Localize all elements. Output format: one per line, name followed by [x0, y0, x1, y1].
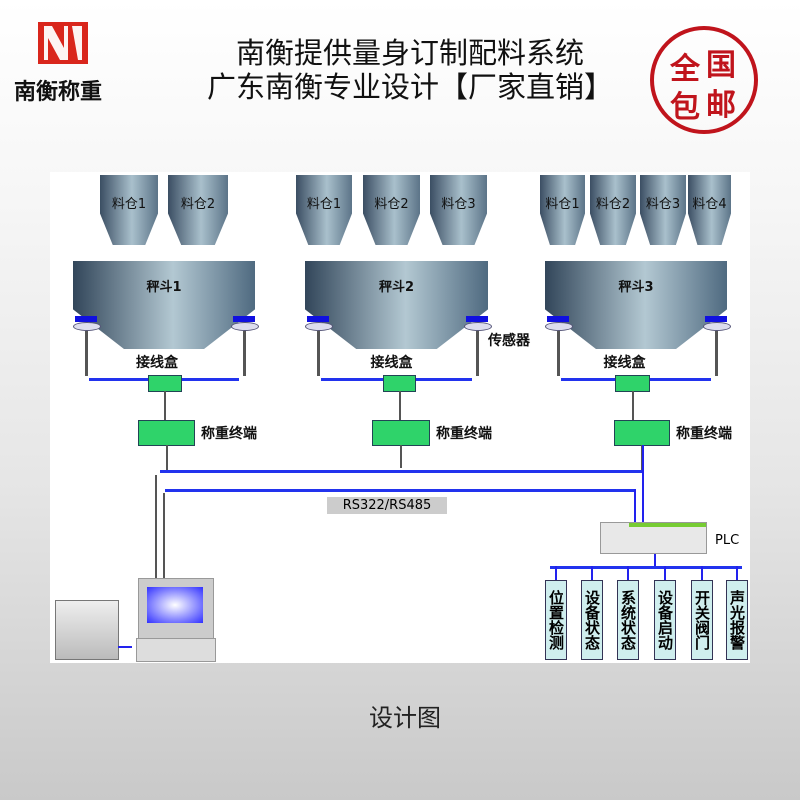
plc-unit — [600, 522, 707, 554]
output-1: 设备状态 — [581, 580, 603, 660]
load-cell-sensor — [231, 322, 259, 331]
silo: 料仓2 — [363, 175, 420, 245]
output-arrow — [701, 566, 703, 580]
logo-text: 南衡称重 — [14, 79, 103, 105]
silo: 料仓1 — [540, 175, 585, 245]
junction-box-label: 接线盒 — [603, 355, 646, 371]
computer-wire — [163, 493, 165, 578]
computer-case — [136, 638, 216, 662]
weighing-terminal-label: 称重终端 — [676, 426, 732, 442]
sensor-post — [557, 331, 560, 376]
weighing-terminal — [138, 420, 195, 446]
output-bus — [550, 566, 742, 569]
computer-monitor — [138, 578, 214, 640]
load-cell-cap — [233, 316, 255, 322]
sensor-post — [476, 331, 479, 376]
sensor-post — [715, 331, 718, 376]
caption: 设计图 — [369, 704, 441, 732]
load-cell-sensor — [545, 322, 573, 331]
silo: 料仓2 — [168, 175, 228, 245]
junction-box-label: 接线盒 — [370, 355, 413, 371]
printer-arrow — [118, 646, 132, 648]
junction-to-terminal-wire — [631, 391, 634, 420]
silo: 料仓4 — [688, 175, 731, 245]
silo: 料仓1 — [100, 175, 158, 245]
output-5: 声光报警 — [726, 580, 748, 660]
brand-logo — [38, 22, 88, 64]
weighing-terminal — [372, 420, 430, 446]
computer-wire — [155, 475, 157, 578]
load-cell-cap — [705, 316, 727, 322]
plc-bus-wire — [634, 489, 636, 524]
junction-box-label: 接线盒 — [136, 355, 178, 371]
output-0: 位置检测 — [545, 580, 567, 660]
load-cell-sensor — [703, 322, 731, 331]
plc-output-wire — [654, 552, 656, 566]
plc-label: PLC — [715, 533, 740, 548]
junction-box — [383, 375, 416, 392]
bus-line-2 — [165, 489, 636, 492]
silo: 料仓3 — [640, 175, 686, 245]
load-cell-cap — [547, 316, 569, 322]
output-2: 系统状态 — [617, 580, 639, 660]
output-arrow — [736, 566, 738, 580]
weighing-terminal-label: 称重终端 — [201, 426, 257, 442]
sensor-post — [243, 331, 246, 376]
output-3: 设备启动 — [654, 580, 676, 660]
plc-bus-wire — [642, 445, 644, 525]
silo: 料仓3 — [430, 175, 487, 245]
load-cell-cap — [75, 316, 97, 322]
sensor-post — [317, 331, 320, 376]
terminal-bus-wire — [400, 445, 402, 468]
load-cell-cap — [307, 316, 329, 322]
title-line-2: 广东南衡专业设计【厂家直销】 — [206, 70, 613, 104]
junction-to-terminal-wire — [398, 391, 401, 420]
junction-to-terminal-wire — [164, 391, 166, 420]
load-cell-sensor — [464, 322, 492, 331]
load-cell-sensor — [73, 322, 101, 331]
free-shipping-stamp: 全 国 包 邮 — [650, 26, 758, 134]
junction-box — [148, 375, 182, 392]
load-cell-sensor — [305, 322, 333, 331]
printer — [55, 600, 119, 660]
output-arrow — [555, 566, 557, 580]
title-line-1: 南衡提供量身订制配料系统 — [235, 36, 584, 70]
output-arrow — [627, 566, 629, 580]
output-4: 开关阀门 — [691, 580, 713, 660]
terminal-bus-wire — [165, 445, 168, 472]
bus-line-1 — [160, 470, 642, 473]
load-cell-cap — [466, 316, 488, 322]
weighing-terminal — [614, 420, 670, 446]
silo: 料仓1 — [296, 175, 352, 245]
junction-box — [615, 375, 650, 392]
bus-label: RS322/RS485 — [327, 497, 447, 514]
output-arrow — [591, 566, 593, 580]
sensor-post — [85, 331, 88, 376]
weighing-terminal-label: 称重终端 — [436, 426, 492, 442]
output-arrow — [664, 566, 666, 580]
silo: 料仓2 — [590, 175, 636, 245]
sensor-label: 传感器 — [488, 333, 530, 349]
